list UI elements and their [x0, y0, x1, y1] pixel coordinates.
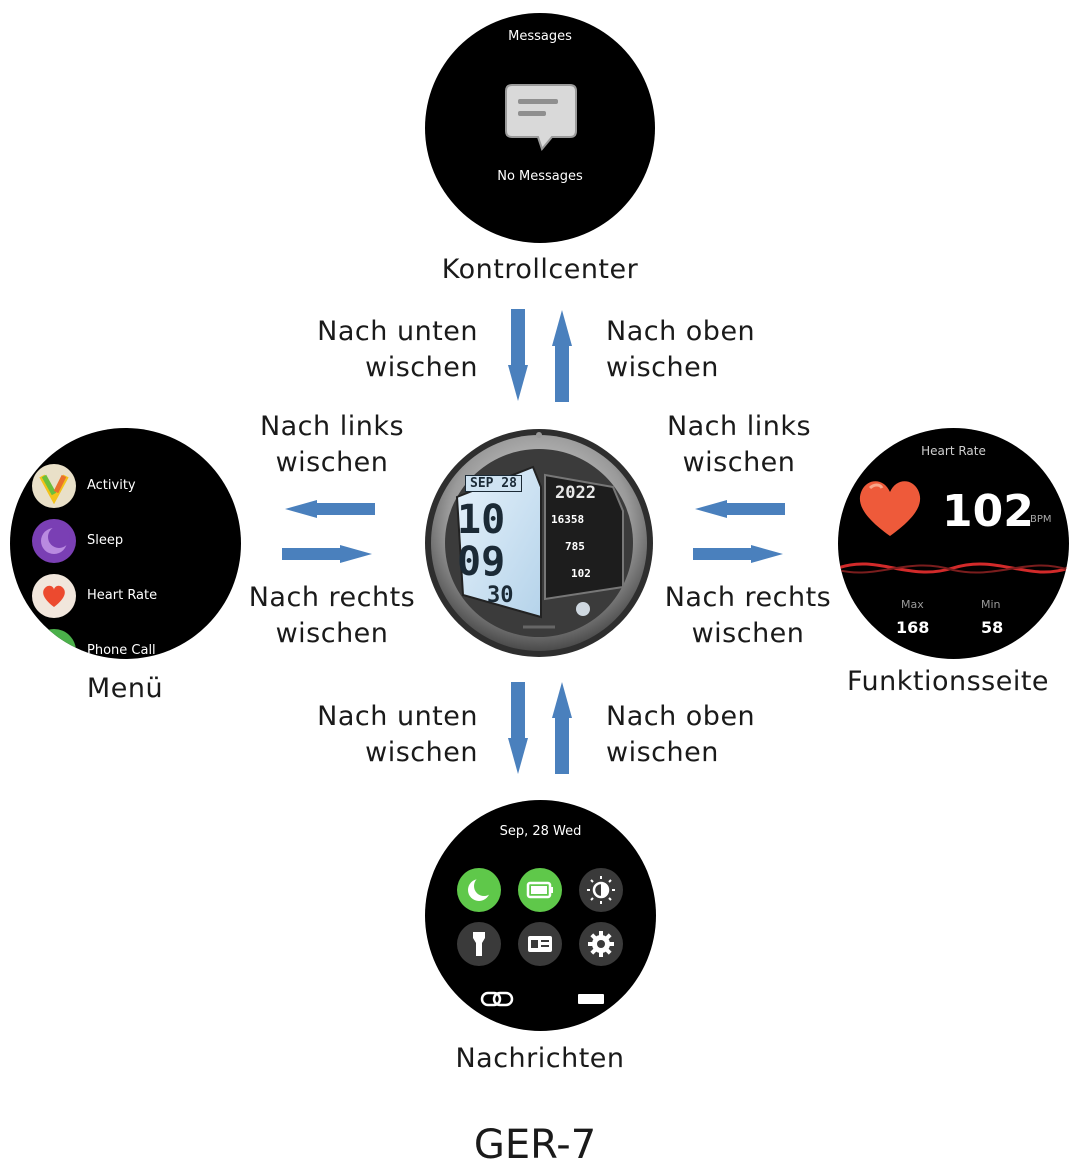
- arrow-left-right: [695, 500, 785, 518]
- gear-icon[interactable]: [579, 922, 623, 966]
- arrow-right-left: [282, 545, 372, 563]
- menu-item-phone-call[interactable]: Phone Call: [87, 643, 156, 658]
- arrow-left-left: [285, 500, 375, 518]
- display-icon[interactable]: [577, 991, 605, 1007]
- link-icon[interactable]: [480, 988, 514, 1010]
- watch-heart: 102: [571, 567, 591, 580]
- heart-rate-unit: BPM: [1030, 514, 1052, 525]
- menu-screen[interactable]: Activity Sleep Heart Rate Phone Call: [10, 428, 241, 659]
- watch-date: SEP 28: [465, 475, 522, 492]
- watch-face[interactable]: SEP 28 2022 10 09 30 16358 785 102: [423, 427, 655, 659]
- arrow-right-right: [693, 545, 783, 563]
- watch-second: 30: [487, 583, 514, 608]
- caption-nachrichten: Nachrichten: [455, 1043, 625, 1074]
- arrow-up-top: [552, 310, 572, 402]
- messages-screen: Messages No Messages: [425, 13, 655, 243]
- id-card-icon[interactable]: [518, 922, 562, 966]
- brightness-icon[interactable]: [579, 868, 623, 912]
- arrow-down-bottom: [508, 682, 528, 774]
- notification-screen[interactable]: Sep, 28 Wed: [425, 800, 656, 1031]
- caption-kontrollcenter: Kontrollcenter: [441, 254, 639, 285]
- function-screen[interactable]: Heart Rate 102 BPM Max 168 Min 58: [838, 428, 1069, 659]
- min-label: Min: [981, 598, 1001, 611]
- no-messages-text: No Messages: [497, 169, 583, 184]
- date-label: Sep, 28 Wed: [499, 824, 582, 839]
- activity-icon: [32, 464, 76, 508]
- arrow-up-bottom: [552, 682, 572, 774]
- heart-icon: [854, 474, 926, 538]
- watch-calories: 785: [565, 540, 585, 553]
- message-bubble-icon: [504, 81, 578, 153]
- moon-icon[interactable]: [457, 868, 501, 912]
- watch-hour: 10: [457, 497, 506, 543]
- battery-icon[interactable]: [518, 868, 562, 912]
- watch-year: 2022: [555, 483, 596, 503]
- watch-minute: 09: [457, 539, 506, 585]
- messages-header: Messages: [508, 29, 572, 44]
- menu-item-heart-rate[interactable]: Heart Rate: [87, 588, 158, 603]
- arrow-down-top: [508, 309, 528, 401]
- phone-icon: [32, 629, 76, 659]
- menu-item-sleep[interactable]: Sleep: [87, 533, 124, 548]
- heart-rate-value: 102: [942, 486, 1034, 537]
- heart-rate-menu-icon: [32, 574, 76, 618]
- min-value: 58: [981, 618, 1004, 637]
- max-label: Max: [901, 598, 924, 611]
- caption-funktionsseite: Funktionsseite: [846, 666, 1050, 697]
- caption-menu: Menü: [86, 673, 164, 704]
- heart-rate-wave: [838, 556, 1069, 580]
- watch-steps: 16358: [551, 513, 585, 526]
- page-title: GER-7: [473, 1122, 597, 1168]
- max-value: 168: [896, 618, 930, 637]
- heart-rate-header: Heart Rate: [921, 444, 986, 458]
- sleep-icon: [32, 519, 76, 563]
- flashlight-icon[interactable]: [457, 922, 501, 966]
- menu-item-activity[interactable]: Activity: [87, 478, 136, 493]
